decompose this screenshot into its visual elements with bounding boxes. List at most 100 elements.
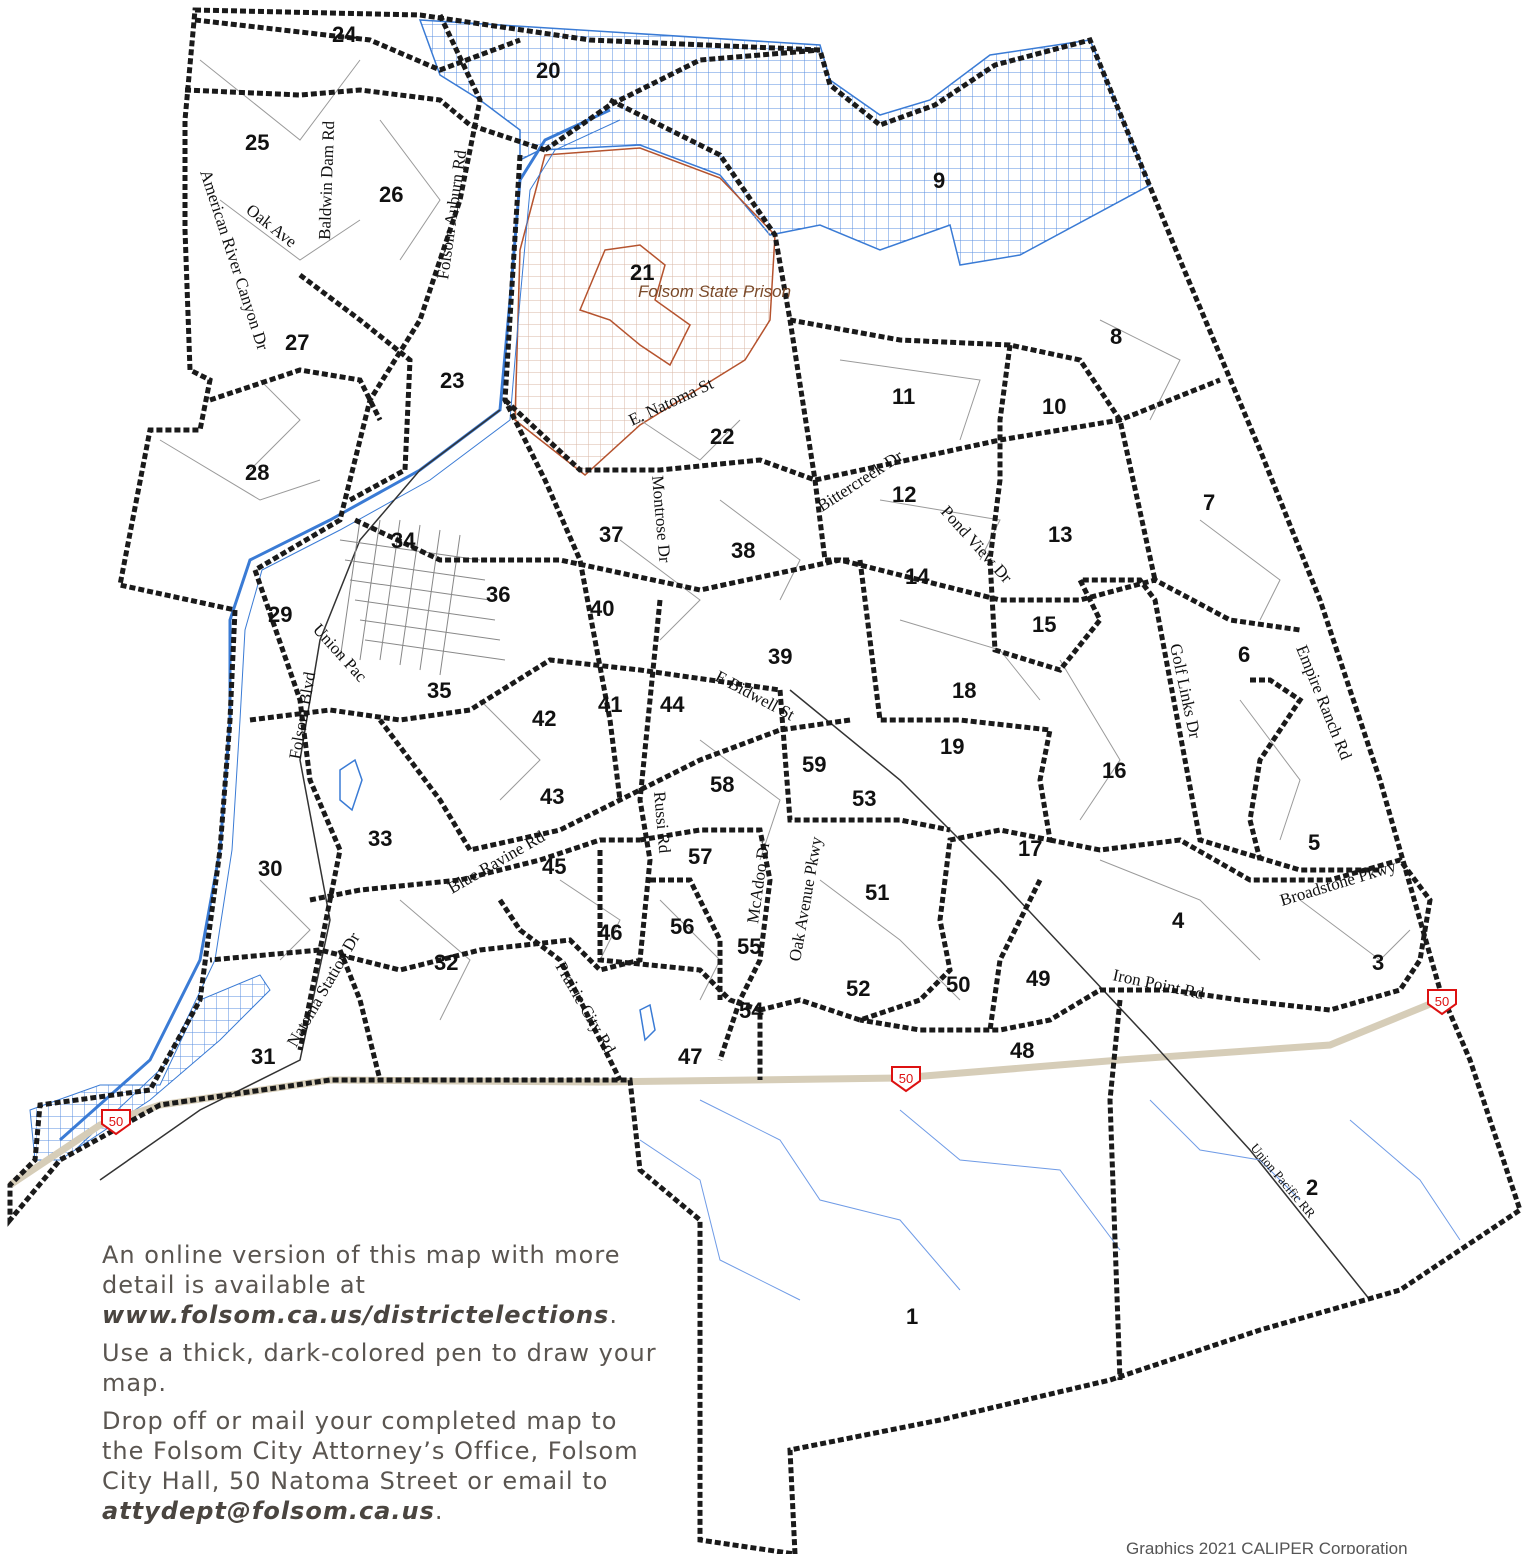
highway-shield-2: 50 [891,1066,921,1093]
svg-text:50: 50 [899,1071,913,1086]
street-label: E Bidwell St [712,667,798,725]
tract-label: 17 [1018,836,1042,861]
pond-outline [339,758,363,812]
tract-label: 47 [678,1044,702,1069]
street-label: Iron Point Rd [1111,965,1206,1003]
tract-label: 43 [540,784,564,809]
tract-label: 9 [933,168,945,193]
tract-label: 16 [1102,758,1126,783]
tract-label: 3 [1372,950,1384,975]
tract-label: 4 [1172,908,1185,933]
tract-label: 5 [1308,830,1320,855]
instructions-block: An online version of this map with more … [102,1240,662,1534]
tract-label: 20 [536,58,560,83]
tract-label: 59 [802,752,826,777]
instruction-dropoff: Drop off or mail your completed map to t… [102,1406,662,1526]
instruction-online-version: An online version of this map with more … [102,1240,662,1330]
prison-area [514,147,776,476]
lake-natoma-grid [29,974,271,1161]
street-label: Prairie City Rd [552,959,620,1058]
tract-label: 28 [245,460,269,485]
tract-label: 45 [542,854,566,879]
tract-label: 10 [1042,394,1066,419]
tract-label: 42 [532,706,556,731]
street-label: Oak Avenue Pkwy [785,835,826,963]
street-label: Folsom Auburn Rd [433,148,470,280]
tract-label: 7 [1203,490,1215,515]
tract-label: 30 [258,856,282,881]
tract-label: 56 [670,914,694,939]
tract-label: 54 [739,998,764,1023]
highway-shield-1: 50 [101,1109,131,1136]
tract-label: 8 [1110,324,1122,349]
prison-label: Folsom State Prison [638,282,791,301]
tract-labels: 1 2 3 4 5 6 7 8 9 10 11 12 13 14 15 16 1… [245,22,1384,1329]
street-label: Pond View Dr [937,502,1016,587]
tract-label: 22 [710,424,734,449]
online-version-text: An online version of this map with more … [102,1241,621,1299]
period: . [609,1301,618,1329]
tract-label: 37 [599,522,623,547]
tract-label: 15 [1032,612,1056,637]
tract-label: 55 [737,934,761,959]
tract-label: 39 [768,644,792,669]
tract-label: 31 [251,1044,275,1069]
street-label: Russi Rd [650,791,674,855]
streams [639,1099,1461,1301]
tract-label: 32 [434,950,458,975]
folsom-lake [418,19,1151,266]
river-shore [74,119,621,1151]
tract-label: 2 [1306,1175,1318,1200]
tract-label: 25 [245,130,269,155]
tract-label: 11 [892,384,915,409]
tract-label: 26 [379,182,403,207]
tract-label: 24 [332,22,357,47]
tract-label: 33 [368,826,392,851]
tract-label: 13 [1048,522,1072,547]
tract-label: 51 [865,880,889,905]
street-label: Montrose Dr [648,475,675,564]
tract-label: 36 [486,582,510,607]
street-label: Baldwin Dam Rd [315,120,338,240]
district-boundaries [7,7,1523,1554]
tract-label: 19 [940,734,964,759]
tract-label: 14 [905,564,930,589]
instruction-pen: Use a thick, dark-colored pen to draw yo… [102,1339,657,1397]
tract-label: 46 [598,920,622,945]
street-label: Oak Ave [243,200,301,251]
prison-outline [578,244,691,367]
dropoff-text: Drop off or mail your completed map to t… [102,1407,639,1495]
tract-label: 53 [852,786,876,811]
tract-label: 12 [892,482,916,507]
tract-label: 1 [906,1304,918,1329]
highway-shield-3: 50 [1427,989,1457,1016]
tract-label: 21 [630,260,654,285]
tract-label: 23 [440,368,464,393]
tract-label: 40 [590,596,614,621]
street-label: American River Canyon Dr [196,167,272,352]
downtown-grid [339,519,506,676]
credit-text: Graphics 2021 CALIPER Corporation [1126,1539,1408,1554]
email-link[interactable]: attydept@folsom.ca.us [102,1497,435,1525]
period: . [434,1497,444,1525]
tract-label: 48 [1010,1038,1034,1063]
tract-label: 50 [946,972,970,997]
tract-label: 29 [268,602,292,627]
district-elections-link[interactable]: www.folsom.ca.us/districtelections [102,1301,610,1329]
tract-label: 27 [285,330,309,355]
railroad [99,409,1371,1301]
tract-label: 57 [688,844,712,869]
street-label: Broadstone Pkwy [1278,856,1399,910]
street-label: Empire Ranch Rd [1292,642,1355,763]
tract-label: 34 [391,528,416,553]
tract-label: 44 [660,692,685,717]
tract-label: 6 [1238,642,1250,667]
svg-text:50: 50 [109,1114,123,1129]
svg-text:50: 50 [1435,994,1449,1009]
tract-label: 49 [1026,966,1050,991]
pond-small [639,1003,656,1042]
tract-label: 58 [710,772,734,797]
tract-label: 35 [427,678,451,703]
